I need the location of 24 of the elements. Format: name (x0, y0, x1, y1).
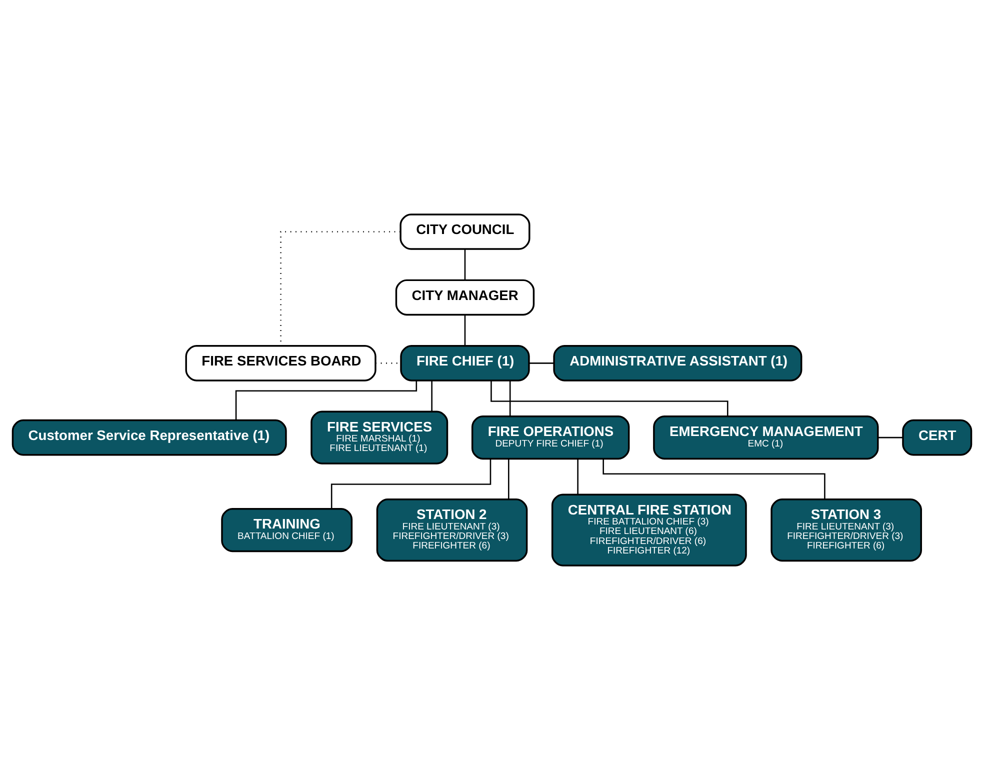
connector (508, 458, 510, 499)
node-box: EMERGENCY MANAGEMENT EMC (1) (653, 415, 879, 460)
node-box: CITY COUNCIL (400, 213, 530, 250)
connector (464, 248, 466, 280)
node-box: ADMINISTRATIVE ASSISTANT (1) (553, 344, 802, 381)
connector (235, 380, 418, 420)
connector (529, 362, 554, 364)
node-box: FIRE SERVICES BOARD (185, 344, 376, 381)
node-box: CERT (902, 418, 972, 456)
node-box: STATION 2 FIRE LIEUTENANT (3) FIREFIGHTER/DRIVER (3) FIREFIGHTER (6) (376, 498, 528, 562)
connector (431, 380, 432, 412)
node-box: CENTRAL FIRE STATION FIRE BATTALION CHIEF (3) FIRE LIEUTENANT (6) FIREFIGHTER/DRIVER (6) FIREFIGHTER (12) (551, 493, 747, 566)
node-box: FIRE OPERATIONS DEPUTY FIRE CHIEF (1) (471, 415, 630, 460)
connector (509, 380, 511, 416)
node-box: STATION 3 FIRE LIEUTENANT (3) FIREFIGHTER/DRIVER (3) FIREFIGHTER (6) (770, 498, 922, 562)
connector (464, 314, 466, 346)
connector (878, 436, 903, 438)
node-box: Customer Service Representative (1) (12, 418, 287, 456)
connector (330, 458, 492, 508)
node-box: CITY MANAGER (395, 278, 535, 316)
node-box: FIRE CHIEF (1) (400, 344, 530, 381)
node-box: FIRE SERVICES FIRE MARSHAL (1) FIRE LIEUTENANT (1) (310, 410, 448, 464)
node-box: TRAINING BATTALION CHIEF (1) (221, 508, 353, 552)
connector (577, 458, 578, 494)
